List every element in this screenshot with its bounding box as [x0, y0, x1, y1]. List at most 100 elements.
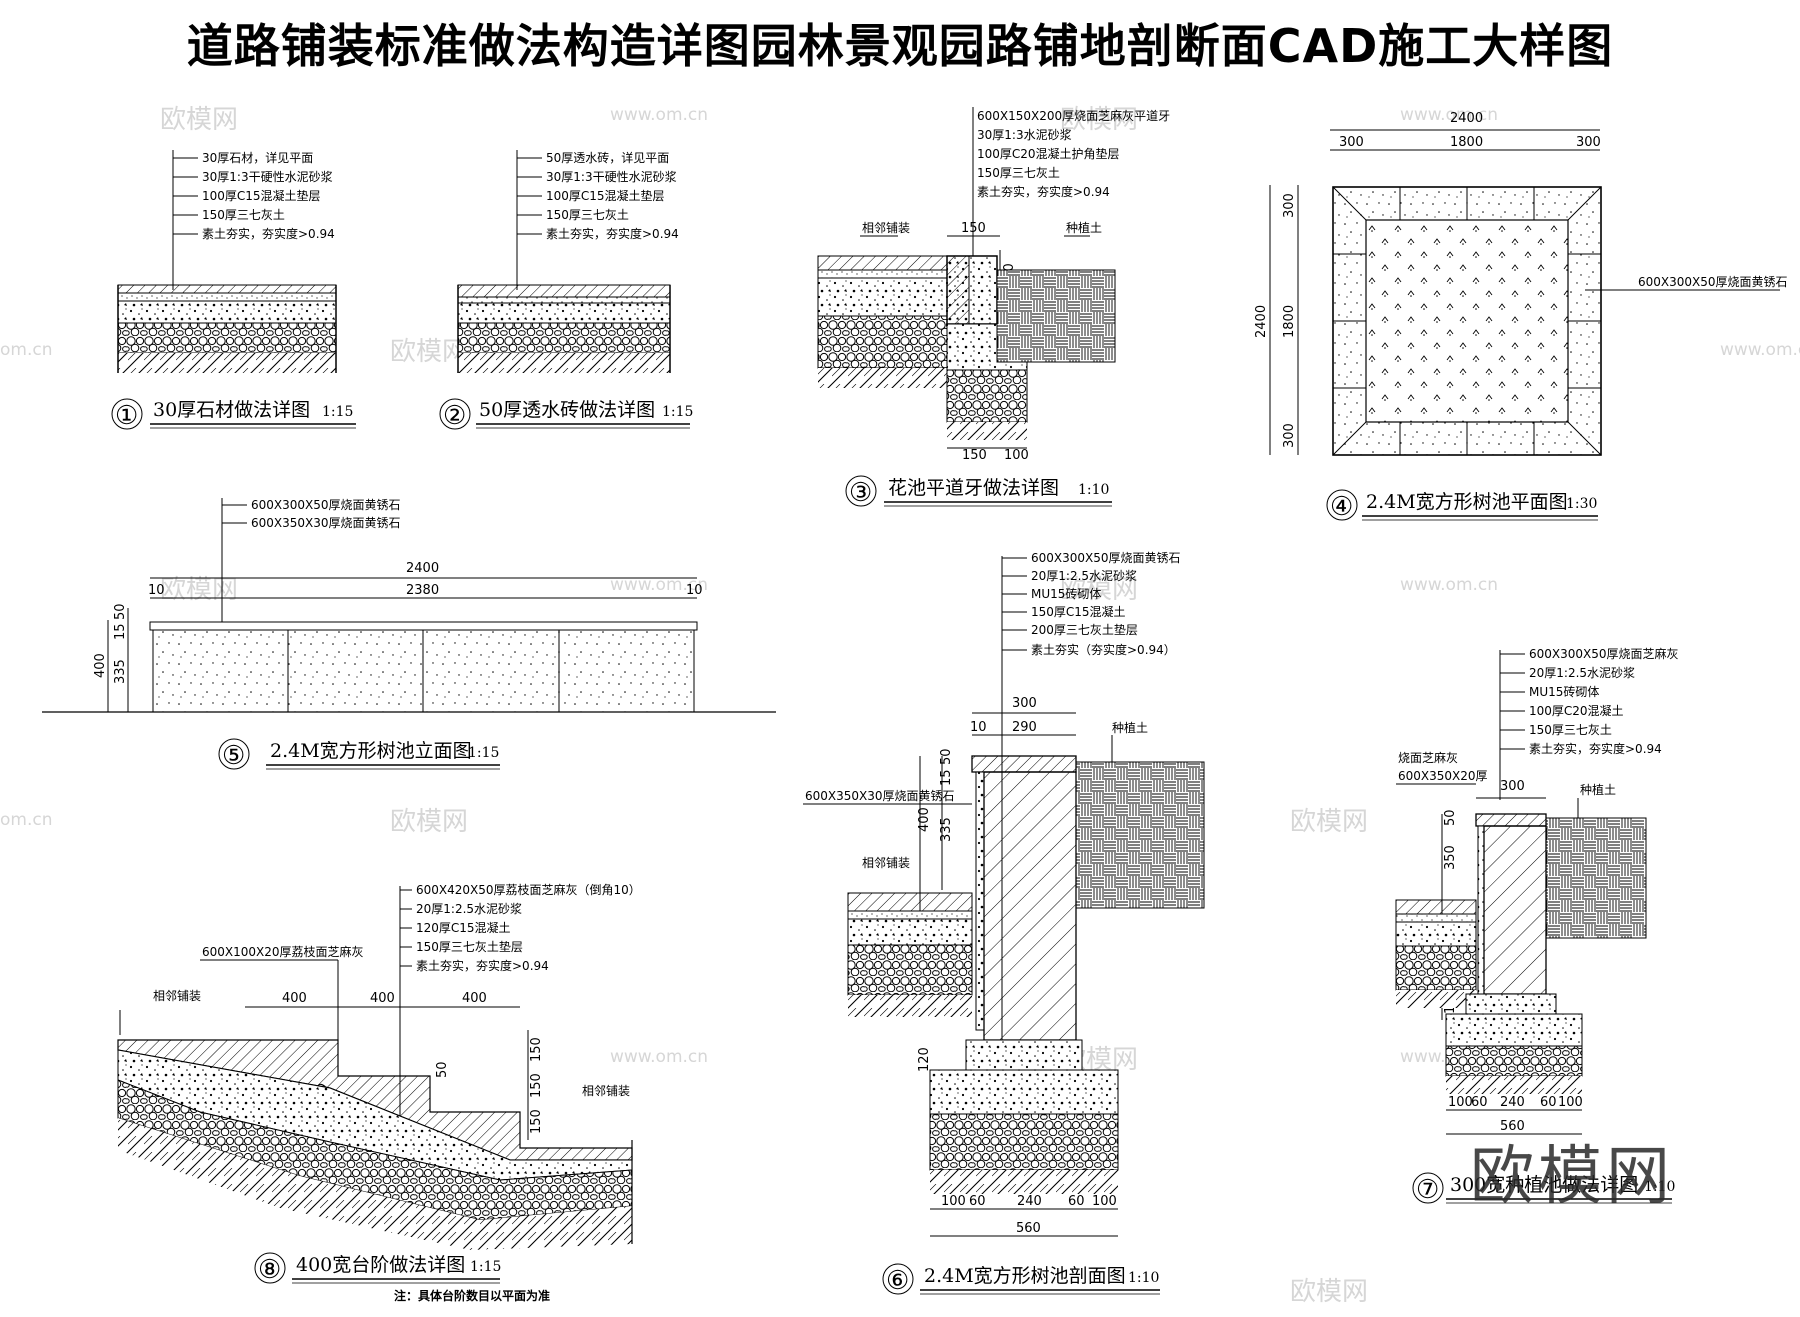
detail-7: 600X300X50厚烧面芝麻灰 20厚1:2.5水泥砂浆 MU15砖砌体 10… [1395, 646, 1679, 1205]
dim-label: 50 [1443, 809, 1458, 826]
dim-label: 400 [93, 653, 108, 678]
detail-title: 400宽台阶做法详图 [296, 1254, 465, 1276]
dim-label: 50 [939, 748, 954, 765]
layer-label: 200厚三七灰土垫层 [1031, 622, 1138, 637]
layer-label: 150厚三七灰土 [202, 208, 285, 222]
dim-label: 100 [941, 1194, 966, 1209]
dim-label: 60 [1540, 1095, 1557, 1110]
dim-label: 290 [1012, 720, 1037, 735]
layer-label: 600X150X200厚烧面芝麻灰平道牙 [977, 108, 1170, 123]
layer-label: 素土夯实，夯实度>0.94 [416, 958, 549, 973]
layer-label: 100厚C15混凝土垫层 [546, 188, 665, 203]
dim-label: 10 [148, 583, 165, 598]
dim-label: 15 [939, 769, 954, 786]
dim-label: 60 [1068, 1194, 1085, 1209]
detail-2: 50厚透水砖，详见平面 30厚1:3干硬性水泥砂浆 100厚C15混凝土垫层 1… [439, 150, 693, 431]
layer-label: 50厚透水砖，详见平面 [546, 150, 669, 165]
dim-label: 2400 [1450, 111, 1483, 126]
detail-title: 50厚透水砖做法详图 [479, 399, 655, 421]
layer-label: 100厚C20混凝土 [1529, 703, 1624, 718]
detail-title: 2.4M宽方形树池剖面图 [924, 1265, 1126, 1287]
dim-label: 60 [1471, 1095, 1488, 1110]
dim-label: 150 [529, 1073, 544, 1098]
watermark-brand: 欧模网 [390, 337, 468, 367]
sheet-title: 道路铺装标准做法构造详图园林景观园路铺地剖断面CAD施工大样图 [186, 19, 1614, 73]
layer-label: 600X300X50厚烧面黄锈石 [251, 498, 401, 512]
dim-label: 150 [961, 221, 986, 236]
layer-label: 600X420X50厚荔枝面芝麻灰（倒角10） [416, 882, 641, 897]
dim-label: 100 [1448, 1095, 1473, 1110]
dim-label: 60 [969, 1194, 986, 1209]
dim-label: 560 [1500, 1119, 1525, 1134]
note-text: 注：具体台阶数目以平面为准 [394, 1288, 550, 1303]
layer-label: 150厚C15混凝土 [1031, 604, 1126, 619]
dim-label: 300 [1282, 193, 1297, 218]
layer-label: 600X350X30厚烧面黄锈石 [251, 516, 401, 530]
dim-label: 240 [1017, 1194, 1042, 1209]
watermark-brand: 欧模网 [160, 105, 238, 135]
layer-label: 30厚1:3干硬性水泥砂浆 [546, 169, 677, 184]
detail-scale: 1:15 [468, 745, 499, 761]
dim-label: 100 [1092, 1194, 1117, 1209]
dim-label: 150 [962, 448, 987, 463]
watermark-brand: 欧模网 [390, 807, 468, 837]
layer-label: 素土夯实，夯实度>0.94 [977, 184, 1110, 199]
dim-label: 50 [435, 1061, 450, 1078]
layer-label: 20厚1:2.5水泥砂浆 [1031, 568, 1137, 583]
dim-label: 150 [529, 1109, 544, 1134]
side-label: 相邻铺装 [582, 1084, 630, 1098]
layer-label: 20厚1:2.5水泥砂浆 [1529, 665, 1635, 680]
dim-label: 335 [939, 817, 954, 842]
watermark-brand: 欧模网 [1060, 105, 1138, 135]
detail-scale: 1:10 [1078, 482, 1109, 498]
watermark-brand: 欧模网 [1290, 1277, 1368, 1307]
detail-title: 花池平道牙做法详图 [888, 477, 1059, 499]
dim-label: 1800 [1282, 305, 1297, 338]
side-label: 种植土 [1580, 782, 1616, 797]
layer-label: 素土夯实（夯实度>0.94） [1031, 642, 1176, 657]
dim-label: 10 [686, 583, 703, 598]
dim-label: 335 [113, 659, 128, 684]
side-label: 相邻铺装 [153, 989, 201, 1003]
callout-label: 600X300X50厚烧面黄锈石 [1638, 275, 1788, 289]
layer-label: 150厚三七灰土 [546, 208, 629, 222]
side-label: 种植土 [1112, 720, 1148, 735]
watermark-url: www.om.cn [1720, 340, 1800, 360]
detail-1: 30厚石材，详见平面 30厚1:3干硬性水泥砂浆 100厚C15混凝土垫层 15… [111, 150, 356, 431]
callout-label: 600X100X20厚荔枝面芝麻灰 [202, 944, 364, 959]
dim-label: 120 [917, 1047, 932, 1072]
dim-label: 300 [1576, 135, 1601, 150]
detail-5: 600X300X50厚烧面黄锈石 600X350X30厚烧面黄锈石 2400 1… [42, 498, 776, 771]
dim-label: 560 [1016, 1221, 1041, 1236]
detail-number: ⑤ [222, 741, 245, 771]
dim-label: 15 [113, 623, 128, 640]
watermark-url: om.cn [0, 340, 53, 360]
dim-label: 300 [1282, 423, 1297, 448]
detail-title: 300宽种植池做法详图 [1450, 1174, 1638, 1196]
layer-label: 120厚C15混凝土 [416, 920, 511, 935]
watermark-url: om.cn [0, 810, 53, 830]
watermark-url: www.om.cn [610, 575, 708, 595]
watermark-brand: 欧模网 [1060, 575, 1138, 605]
detail-number: ② [443, 401, 466, 431]
layer-label: MU15砖砌体 [1031, 586, 1101, 601]
dim-label: 300 [1500, 779, 1525, 794]
layer-label: 30厚1:3干硬性水泥砂浆 [202, 169, 333, 184]
layer-label: 20厚1:2.5水泥砂浆 [416, 901, 522, 916]
dim-label: 350 [1443, 845, 1458, 870]
layer-label: MU15砖砌体 [1529, 684, 1599, 699]
layer-label: 100厚C20混凝土护角垫层 [977, 146, 1120, 161]
layer-label: 600X300X50厚烧面芝麻灰 [1529, 646, 1679, 661]
layer-label: 150厚三七灰土 [977, 166, 1060, 180]
detail-title: 30厚石材做法详图 [153, 399, 310, 421]
layer-label: 600X300X50厚烧面黄锈石 [1031, 551, 1181, 565]
dim-label: 300 [1012, 696, 1037, 711]
detail-scale: 1:10 [1128, 1270, 1159, 1286]
dim-label: 2400 [406, 561, 439, 576]
layer-label: 30厚石材，详见平面 [202, 150, 313, 165]
layer-label: 150厚三七灰土垫层 [416, 939, 523, 954]
side-label: 种植土 [1066, 220, 1102, 235]
dim-label: 300 [1339, 135, 1364, 150]
dim-label: 100 [1004, 448, 1029, 463]
